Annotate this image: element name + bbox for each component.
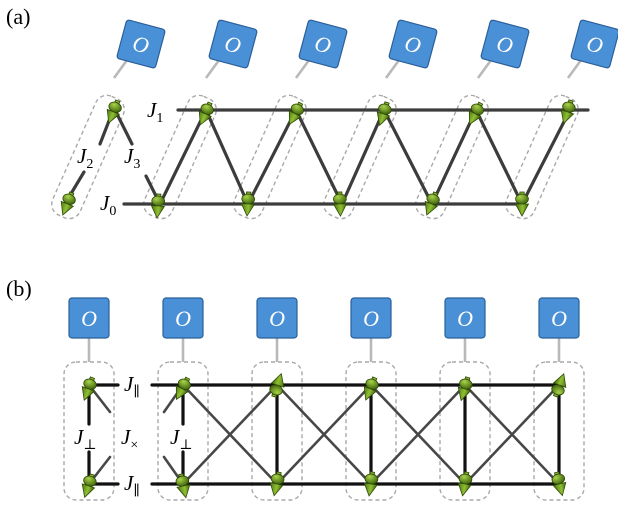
operator-box: O [256, 297, 298, 339]
operator-box: O [162, 297, 204, 339]
coupling-j3: J3 [124, 144, 140, 172]
coupling-j-perp-left: J⊥ [74, 425, 97, 453]
svg-text:O: O [584, 30, 606, 58]
spin-site [150, 193, 166, 219]
operator-box: O [298, 19, 348, 69]
operator-links-b [87, 338, 561, 362]
svg-text:O: O [402, 30, 424, 58]
svg-text:O: O [269, 306, 285, 331]
coupling-j-perp-right: J⊥ [170, 425, 193, 453]
operator-box: O [480, 19, 530, 69]
coupling-j1: J1 [147, 98, 163, 126]
svg-text:O: O [130, 30, 152, 58]
operator-box: O [570, 19, 618, 69]
operators-b: O O O O O O [68, 297, 580, 339]
coupling-j-parallel-top: J∥ [124, 372, 140, 400]
unit-cell-box [51, 94, 125, 220]
coupling-j-parallel-bottom: J∥ [124, 471, 140, 499]
svg-text:O: O [363, 306, 379, 331]
rung-box [533, 361, 585, 501]
rung-box [251, 361, 303, 501]
svg-text:O: O [81, 306, 97, 331]
operator-box: O [116, 19, 166, 69]
svg-text:O: O [494, 30, 516, 58]
spin-site [515, 191, 529, 217]
panel-b: (b) [6, 276, 585, 501]
svg-text:O: O [175, 306, 191, 331]
rung-box [345, 361, 397, 501]
rung-boxes [63, 361, 585, 501]
operators-a: O O O O O O [116, 19, 618, 69]
unit-cell-boxes [51, 94, 579, 220]
coupling-labels-b: J∥ J⊥ J× J⊥ J∥ [74, 372, 193, 499]
spin-site [56, 189, 79, 218]
spin-site [332, 191, 348, 217]
rung-box [439, 361, 491, 501]
svg-text:O: O [222, 30, 244, 58]
coupling-j0: J0 [100, 191, 116, 219]
operator-box: O [208, 19, 258, 69]
operator-box: O [350, 297, 392, 339]
operator-box: O [388, 19, 438, 69]
bonds-a [64, 106, 590, 206]
bonds-b [87, 383, 561, 486]
coupling-j2: J2 [77, 144, 93, 172]
unit-cell-box [143, 94, 217, 220]
panel-b-label: (b) [6, 276, 32, 301]
svg-text:O: O [551, 306, 567, 331]
panel-a-label: (a) [6, 4, 30, 29]
coupling-labels-a: J1 J2 J3 J0 [77, 98, 163, 219]
rung-box [157, 361, 209, 501]
unit-cell-box [323, 94, 397, 220]
svg-text:O: O [312, 30, 334, 58]
operator-box: O [444, 297, 486, 339]
operator-box: O [538, 297, 580, 339]
operator-box: O [68, 297, 110, 339]
rung-box [63, 361, 115, 501]
unit-cell-box [233, 94, 307, 220]
panel-a: (a) [6, 4, 618, 220]
unit-cell-box [505, 94, 579, 220]
svg-text:O: O [457, 306, 473, 331]
unit-cell-box [415, 94, 489, 220]
coupling-j-cross: J× [121, 425, 138, 453]
